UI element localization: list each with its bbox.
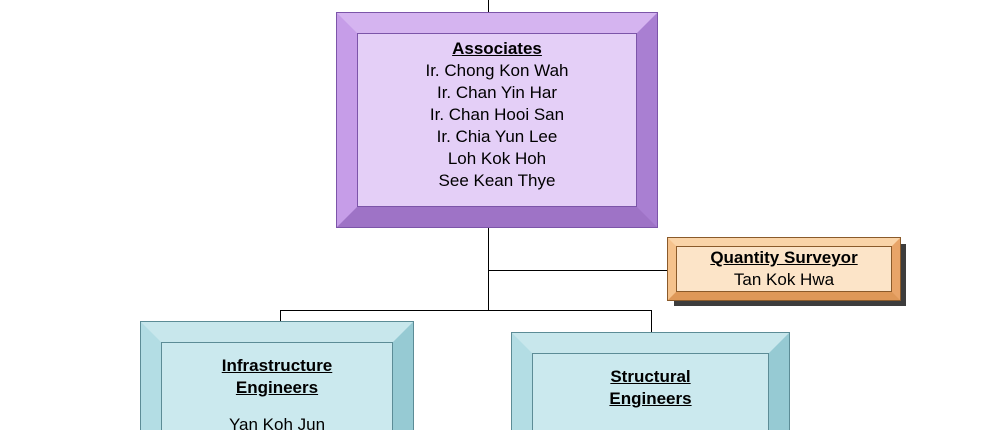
member-name: Ir. Chan Hooi San <box>429 105 565 124</box>
node-title: Associates <box>452 39 542 58</box>
member-name: See Kean Thye <box>438 171 556 190</box>
connector-structural-drop <box>651 310 652 334</box>
node-infrastructure-engineers: Infrastructure Engineers Yan Koh Jun <box>140 321 414 430</box>
node-title: Quantity Surveyor <box>710 248 858 267</box>
node-title-line: Infrastructure <box>221 356 333 375</box>
node-title-line: Engineers <box>609 389 692 408</box>
node-title-line: Engineers <box>235 378 319 397</box>
node-title: Structural Engineers <box>532 366 769 410</box>
connector-top-trunk <box>488 0 489 14</box>
node-quantity-surveyor: Quantity Surveyor Tan Kok Hwa <box>667 237 901 301</box>
node-associates: Associates Ir. Chong Kon Wah Ir. Chan Yi… <box>336 12 658 228</box>
member-name: Ir. Chong Kon Wah <box>425 61 569 80</box>
member-list: Ir. Chong Kon Wah Ir. Chan Yin Har Ir. C… <box>357 60 637 192</box>
node-title: Infrastructure Engineers <box>161 355 393 399</box>
connector-quantity-surveyor <box>489 270 669 271</box>
member-list: Tan Kok Hwa <box>676 269 892 291</box>
node-infrastructure-engineers-content: Infrastructure Engineers Yan Koh Jun <box>161 342 393 430</box>
member-name: Tan Kok Hwa <box>733 270 835 289</box>
member-name: Yan Koh Jun <box>228 415 326 430</box>
node-structural-engineers: Structural Engineers <box>511 332 790 430</box>
node-title-line: Structural <box>610 367 691 386</box>
connector-infrastructure-drop <box>280 310 281 323</box>
node-quantity-surveyor-content: Quantity Surveyor Tan Kok Hwa <box>676 246 892 292</box>
connector-associates-down <box>488 226 489 311</box>
node-associates-content: Associates Ir. Chong Kon Wah Ir. Chan Yi… <box>357 33 637 207</box>
member-name: Loh Kok Hoh <box>447 149 547 168</box>
connector-children <box>280 310 652 311</box>
member-name: Ir. Chan Yin Har <box>436 83 557 102</box>
node-structural-engineers-content: Structural Engineers <box>532 353 769 430</box>
member-list: Yan Koh Jun <box>161 414 393 430</box>
member-name: Ir. Chia Yun Lee <box>436 127 558 146</box>
